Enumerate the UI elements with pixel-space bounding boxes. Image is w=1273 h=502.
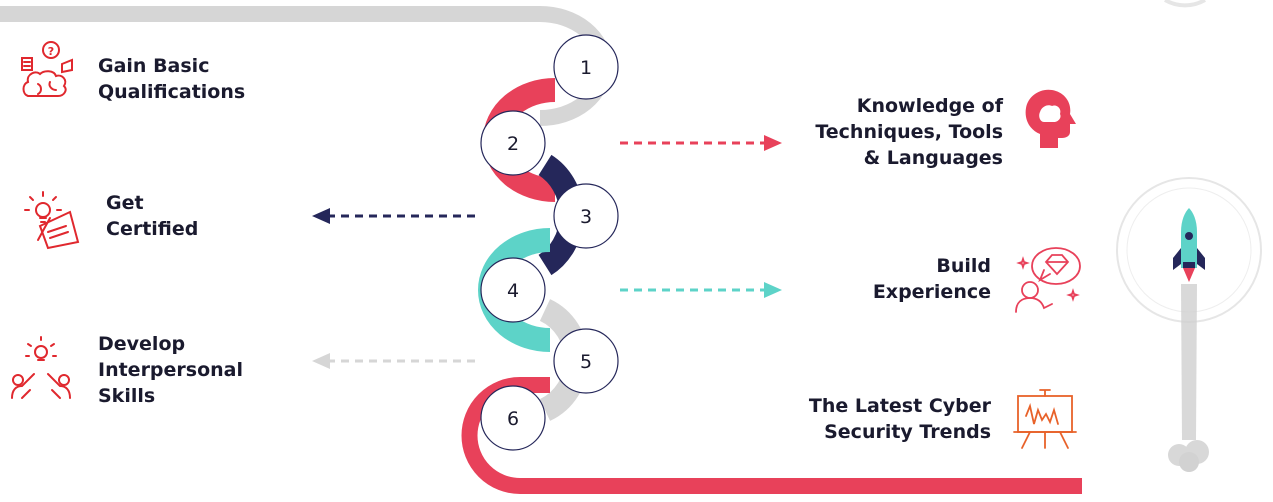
svg-text:1: 1: [580, 57, 592, 79]
person-diamond-icon: [1015, 247, 1081, 313]
svg-text:6: 6: [507, 408, 519, 430]
svg-text:5: 5: [580, 351, 592, 373]
label-gain-basic-qualifications: Gain Basic Qualifications: [98, 55, 246, 103]
svg-text:3: 3: [580, 206, 592, 228]
step-circle-4: 4: [480, 257, 546, 323]
rocket-icon: [1116, 177, 1262, 472]
label-latest-cyber-security-trends: The Latest Cyber Security Trends: [808, 395, 991, 443]
head-brain-icon: [1025, 89, 1076, 148]
decor-arc: [1164, 0, 1206, 8]
label-build-experience: Build Experience: [872, 255, 991, 303]
svg-text:4: 4: [507, 280, 519, 302]
certificate-idea-icon: [24, 191, 80, 250]
svg-text:2: 2: [507, 133, 519, 155]
label-develop-interpersonal-skills: Develop Interpersonal Skills: [98, 333, 244, 407]
arrow-step-2: [620, 135, 782, 151]
svg-text:?: ?: [48, 45, 54, 58]
brain-question-icon: ?: [21, 41, 73, 97]
label-get-certified: Get Certified: [106, 192, 199, 240]
label-knowledge-techniques: Knowledge of Techniques, Tools & Languag…: [815, 95, 1003, 169]
teamwork-idea-icon: [11, 336, 71, 399]
step-circle-1: 1: [553, 34, 619, 100]
step-circle-2: 2: [480, 110, 546, 176]
arrow-step-4: [620, 282, 782, 298]
step-circle-6: 6: [480, 385, 546, 451]
step-circle-3: 3: [553, 183, 619, 249]
step-circle-5: 5: [553, 328, 619, 394]
arrow-step-3: [312, 208, 475, 224]
arrow-step-5: [312, 353, 475, 369]
presentation-board-icon: [1013, 389, 1077, 449]
